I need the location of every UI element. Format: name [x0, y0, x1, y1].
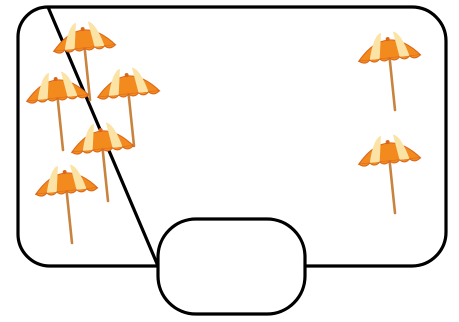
beach-umbrella-icon: [33, 162, 98, 243]
beach-umbrella-icon: [356, 29, 421, 110]
umbrella-group-left: [24, 19, 160, 243]
beach-umbrella-icon: [356, 132, 421, 213]
bottom-tab-box: [158, 219, 305, 314]
umbrella-group-right: [356, 29, 421, 213]
